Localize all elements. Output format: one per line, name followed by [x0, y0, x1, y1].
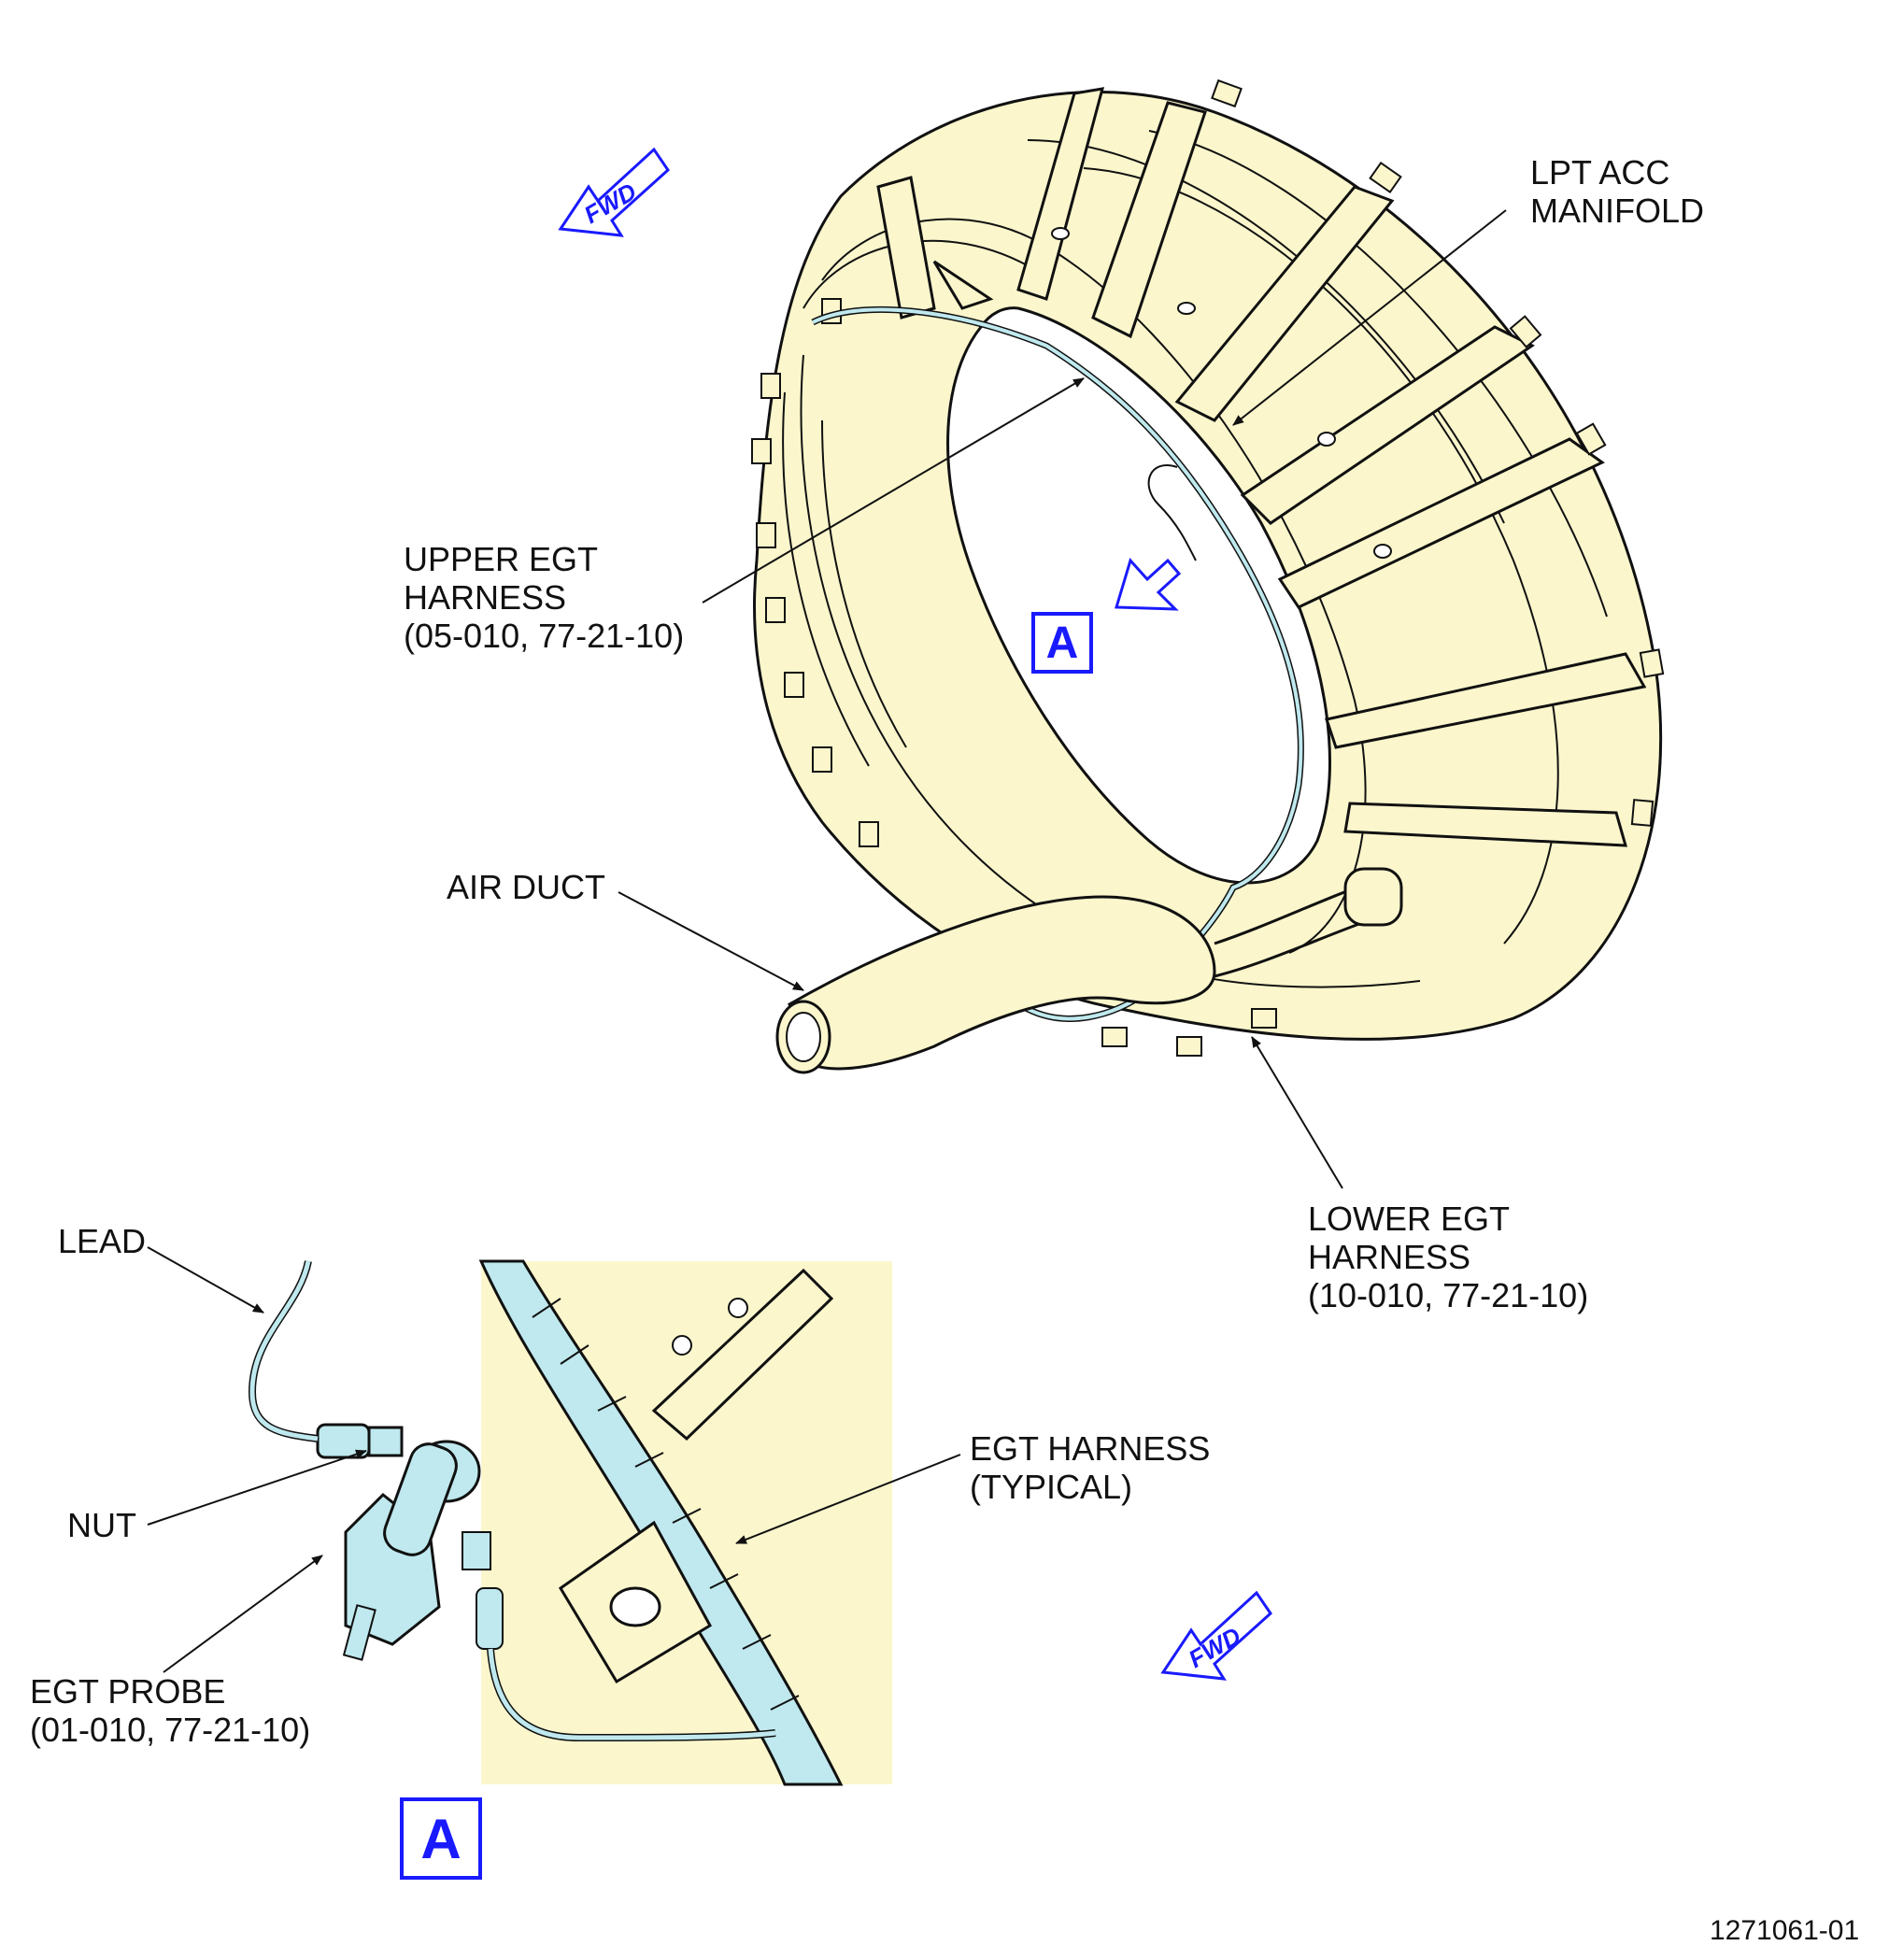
air-duct-label: AIR DUCT [447, 868, 605, 906]
lower-egt-harness-label: LOWER EGT HARNESS (10-010, 77-21-10) [1308, 1200, 1588, 1314]
egt-harness-typical-label: EGT HARNESS (TYPICAL) [970, 1429, 1210, 1506]
lower-egt-label-line3: (10-010, 77-21-10) [1308, 1276, 1589, 1314]
detail-a-drawing [248, 1259, 892, 1786]
egt-probe-label-line1: EGT PROBE [30, 1672, 226, 1711]
upper-egt-harness-label: UPPER EGT HARNESS (05-010, 77-21-10) [404, 540, 684, 655]
upper-egt-label-line3: (05-010, 77-21-10) [404, 617, 685, 655]
air-duct-drawing [775, 867, 1403, 1074]
egt-probe-label: EGT PROBE (01-010, 77-21-10) [30, 1672, 310, 1749]
lpt-acc-label-line2: MANIFOLD [1530, 192, 1705, 230]
lower-egt-label-line2: HARNESS [1308, 1238, 1471, 1276]
lpt-acc-label-line1: LPT ACC [1530, 153, 1670, 192]
detail-a-marker: A [1031, 612, 1093, 674]
upper-egt-label-line1: UPPER EGT [404, 540, 599, 578]
lower-egt-label-line1: LOWER EGT [1308, 1200, 1511, 1238]
lead-label: LEAD [58, 1222, 147, 1260]
figure-number: 1271061-01 [1710, 1915, 1860, 1946]
egt-harness-label-line1: EGT HARNESS [970, 1429, 1211, 1468]
egt-harness-label-line2: (TYPICAL) [970, 1468, 1133, 1506]
view-direction-arrow [1115, 558, 1182, 611]
leader-lines [147, 209, 1507, 1673]
egt-probe-label-line2: (01-010, 77-21-10) [30, 1711, 311, 1749]
detail-a-title: A [400, 1797, 482, 1880]
nut-label: NUT [67, 1506, 136, 1544]
lpt-acc-manifold-drawing [751, 78, 1665, 1057]
lpt-acc-manifold-label: LPT ACC MANIFOLD [1530, 153, 1704, 230]
upper-egt-label-line2: HARNESS [404, 578, 567, 617]
fwd-arrow-lower: FWD [1160, 1590, 1272, 1681]
fwd-arrow-upper: FWD [558, 147, 670, 237]
egt-harness-ring-drawing [811, 305, 1304, 1022]
